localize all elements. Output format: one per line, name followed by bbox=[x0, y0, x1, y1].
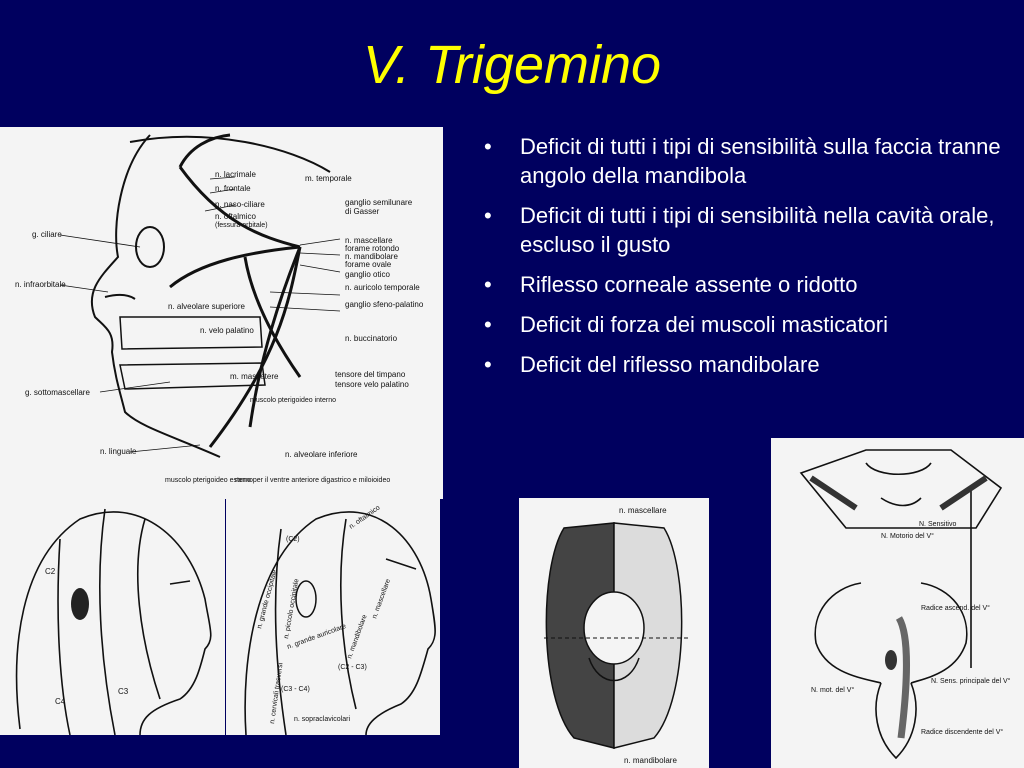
label-c2-b: (C2) bbox=[286, 536, 300, 543]
label-gasser: di Gasser bbox=[345, 207, 380, 216]
label-ciliare: g. ciliare bbox=[32, 230, 62, 239]
label-sensitivo: N. Sensitivo bbox=[919, 521, 956, 528]
bullet-list: Deficit di tutti i tipi di sensibilità s… bbox=[478, 132, 1008, 390]
label-mot: N. mot. del V° bbox=[811, 686, 854, 694]
label-ascend: Radice ascend. del V° bbox=[921, 604, 990, 612]
label-mascellare: n. mascellare bbox=[345, 236, 393, 245]
label-discendente: Radice discendente del V° bbox=[921, 728, 1003, 736]
label-c23: (C2 - C3) bbox=[338, 664, 367, 671]
slide-title: V. Trigemino bbox=[362, 35, 662, 95]
label-cervicali: n. cervicali trasversi bbox=[269, 662, 285, 724]
label-principale: N. Sens. principale del V° bbox=[931, 677, 1011, 685]
label-infraorbitale: n. infraorbitale bbox=[15, 280, 66, 289]
label-semilunare: ganglio semilunare bbox=[345, 198, 413, 207]
label-mascellare-2: n. mascellare bbox=[371, 578, 392, 620]
label-lacrimale: n. lacrimale bbox=[215, 170, 256, 179]
trigeminal-face-figure: n. lacrimale n. frontale m. temporale n.… bbox=[0, 127, 443, 499]
label-timpano: tensore del timpano bbox=[335, 370, 406, 379]
label-sfeno: ganglio sfeno-palatino bbox=[345, 300, 424, 309]
label-mandibolare-3: n. mandibolare bbox=[624, 756, 677, 765]
label-buccinatorio: n. buccinatorio bbox=[345, 334, 398, 343]
label-alveolare-sup: n. alveolare superiore bbox=[168, 302, 245, 311]
bullet-item: Riflesso corneale assente o ridotto bbox=[478, 270, 1008, 299]
label-tensore-velo: tensore velo palatino bbox=[335, 380, 409, 389]
label-linguale: n. linguale bbox=[100, 447, 137, 456]
bullet-item: Deficit del riflesso mandibolare bbox=[478, 350, 1008, 379]
label-motorio: N. Motorio del V° bbox=[881, 532, 934, 540]
label-oftalmico: n. oftalmico bbox=[215, 212, 256, 221]
bullet-item: Deficit di forza dei muscoli masticatori bbox=[478, 310, 1008, 339]
bullet-item: Deficit di tutti i tipi di sensibilità s… bbox=[478, 132, 1008, 190]
dermatome-nerves-figure: n. oftalmico n. grande occipitale n. pic… bbox=[226, 499, 440, 735]
label-frontale: n. frontale bbox=[215, 184, 251, 193]
label-fessura: (fessura orbitale) bbox=[215, 222, 268, 229]
label-mandibolare: n. mandibolare bbox=[345, 252, 398, 261]
label-sopraclav: n. sopraclavicolari bbox=[294, 716, 350, 723]
label-c4: C4 bbox=[55, 697, 66, 706]
label-c2: C2 bbox=[45, 567, 56, 576]
label-ovale: forame ovale bbox=[345, 260, 392, 269]
label-mascellare-3: n. mascellare bbox=[619, 506, 667, 515]
label-temporale: m. temporale bbox=[305, 174, 352, 183]
label-otico: ganglio otico bbox=[345, 270, 390, 279]
label-c34: (C3 - C4) bbox=[281, 686, 310, 693]
label-pterigoideo-est: muscolo pterigoideo esterno bbox=[165, 477, 253, 484]
label-auricolo: n. auricolo temporale bbox=[345, 283, 420, 292]
label-mandibolare-2: n. mandibolare bbox=[346, 614, 368, 660]
label-rotondo: forame rotondo bbox=[345, 244, 400, 253]
bullet-item: Deficit di tutti i tipi di sensibilità n… bbox=[478, 201, 1008, 259]
label-alveolare-inf: n. alveolare inferiore bbox=[285, 450, 358, 459]
label-massetere: m. massetere bbox=[230, 372, 279, 381]
label-naso-ciliare: n. naso-ciliare bbox=[215, 200, 265, 209]
label-auricolare: n. grande auricolare bbox=[286, 623, 347, 651]
label-pterigoideo-int: muscolo pterigoideo interno bbox=[250, 397, 336, 404]
dermatome-head-figure: C2 C3 C4 bbox=[0, 499, 225, 735]
label-sottomascellare: g. sottomascellare bbox=[25, 388, 90, 397]
brainstem-figure: N. Sensitivo N. Motorio del V° Radice as… bbox=[771, 438, 1024, 768]
label-velo: n. velo palatino bbox=[200, 326, 254, 335]
label-ventre: ramo per il ventre anteriore digastrico … bbox=[235, 477, 390, 484]
oral-cavity-figure: n. mascellare n. mandibolare bbox=[519, 498, 709, 768]
label-c3: C3 bbox=[118, 687, 129, 696]
